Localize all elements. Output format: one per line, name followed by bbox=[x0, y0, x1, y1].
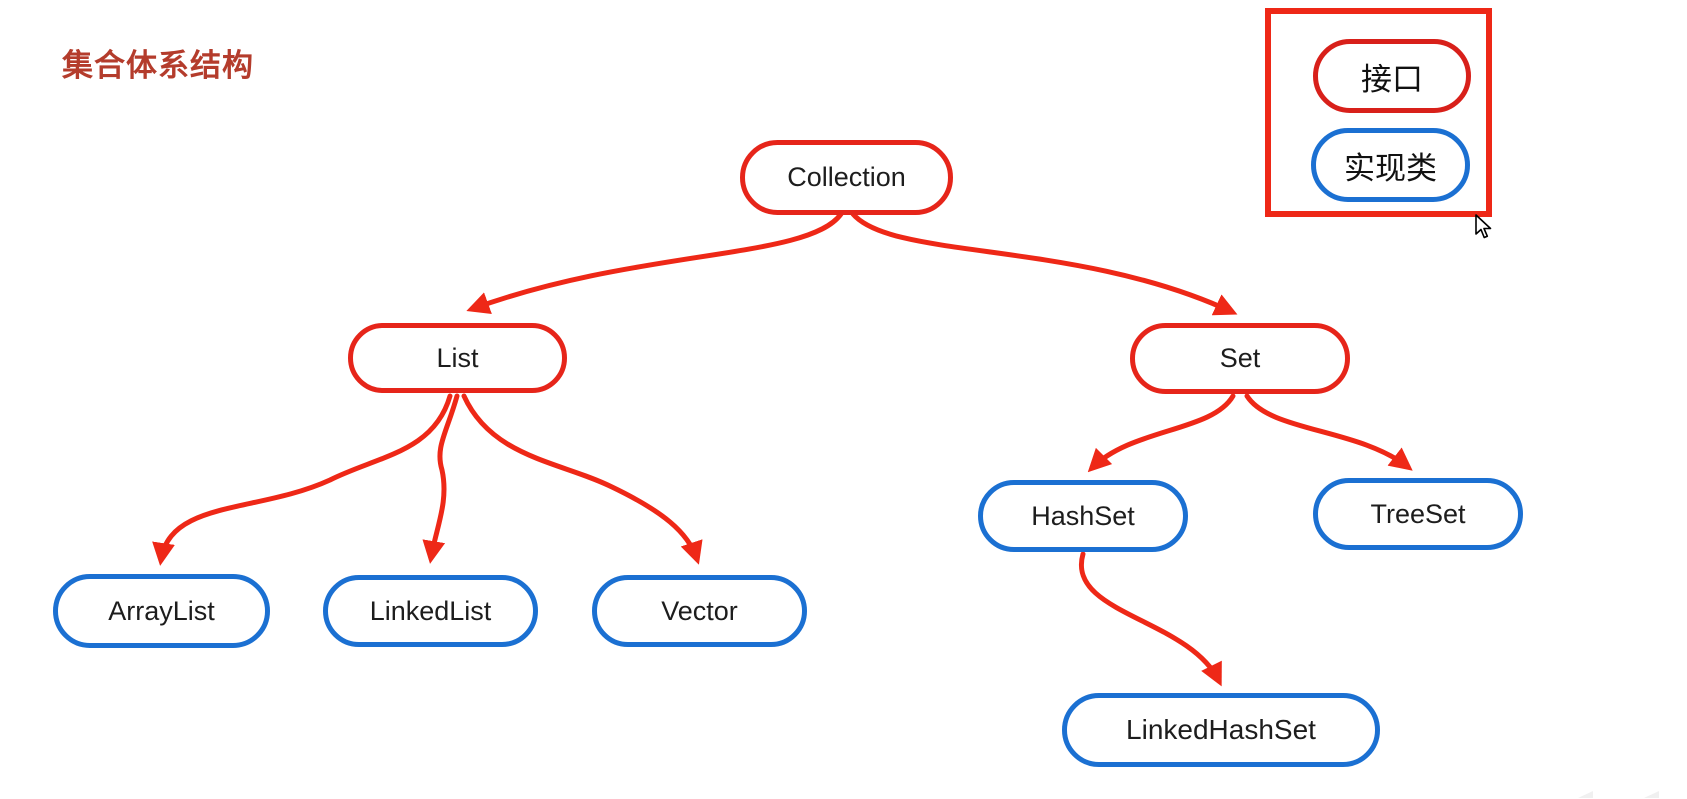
legend-class-label: 实现类 bbox=[1344, 150, 1437, 186]
edge-collection-set bbox=[850, 211, 1238, 316]
node-list-label: List bbox=[436, 342, 479, 373]
node-vector-label: Vector bbox=[661, 595, 738, 626]
node-collection-label: Collection bbox=[787, 162, 906, 192]
edge-set-hashset bbox=[1087, 393, 1236, 473]
node-list: List bbox=[348, 323, 567, 393]
legend-box: 接口 实现类 bbox=[1265, 8, 1492, 217]
node-vector: Vector bbox=[592, 575, 807, 647]
edge-collection-list bbox=[466, 211, 844, 315]
node-linkedhashset-label: LinkedHashSet bbox=[1126, 714, 1316, 745]
edge-set-treeset bbox=[1244, 393, 1413, 471]
node-linkedhashset: LinkedHashSet bbox=[1062, 693, 1380, 767]
edge-list-arraylist bbox=[152, 393, 453, 566]
node-treeset: TreeSet bbox=[1313, 478, 1523, 550]
edge-hashset-linkedhashset bbox=[1078, 551, 1222, 687]
legend-interface-label: 接口 bbox=[1361, 61, 1423, 97]
legend-interface-pill: 接口 bbox=[1313, 39, 1471, 113]
node-hashset: HashSet bbox=[978, 480, 1188, 552]
legend-class-pill: 实现类 bbox=[1311, 128, 1470, 202]
node-arraylist-label: ArrayList bbox=[108, 595, 215, 626]
node-set-label: Set bbox=[1219, 343, 1261, 373]
node-linkedlist: LinkedList bbox=[323, 575, 538, 647]
node-linkedlist-label: LinkedList bbox=[369, 595, 492, 626]
node-hashset-label: HashSet bbox=[1031, 500, 1135, 531]
node-treeset-label: TreeSet bbox=[1370, 498, 1466, 529]
edge-list-vector bbox=[461, 393, 703, 565]
page-title: 集合体系结构 bbox=[62, 48, 254, 83]
node-arraylist: ArrayList bbox=[53, 574, 270, 648]
edge-list-linkedlist bbox=[422, 393, 460, 564]
watermark-fragment bbox=[1644, 791, 1659, 798]
watermark-fragment bbox=[1578, 791, 1593, 798]
mouse-cursor-icon bbox=[1475, 214, 1492, 239]
node-set: Set bbox=[1130, 323, 1350, 394]
node-collection: Collection bbox=[740, 140, 953, 215]
